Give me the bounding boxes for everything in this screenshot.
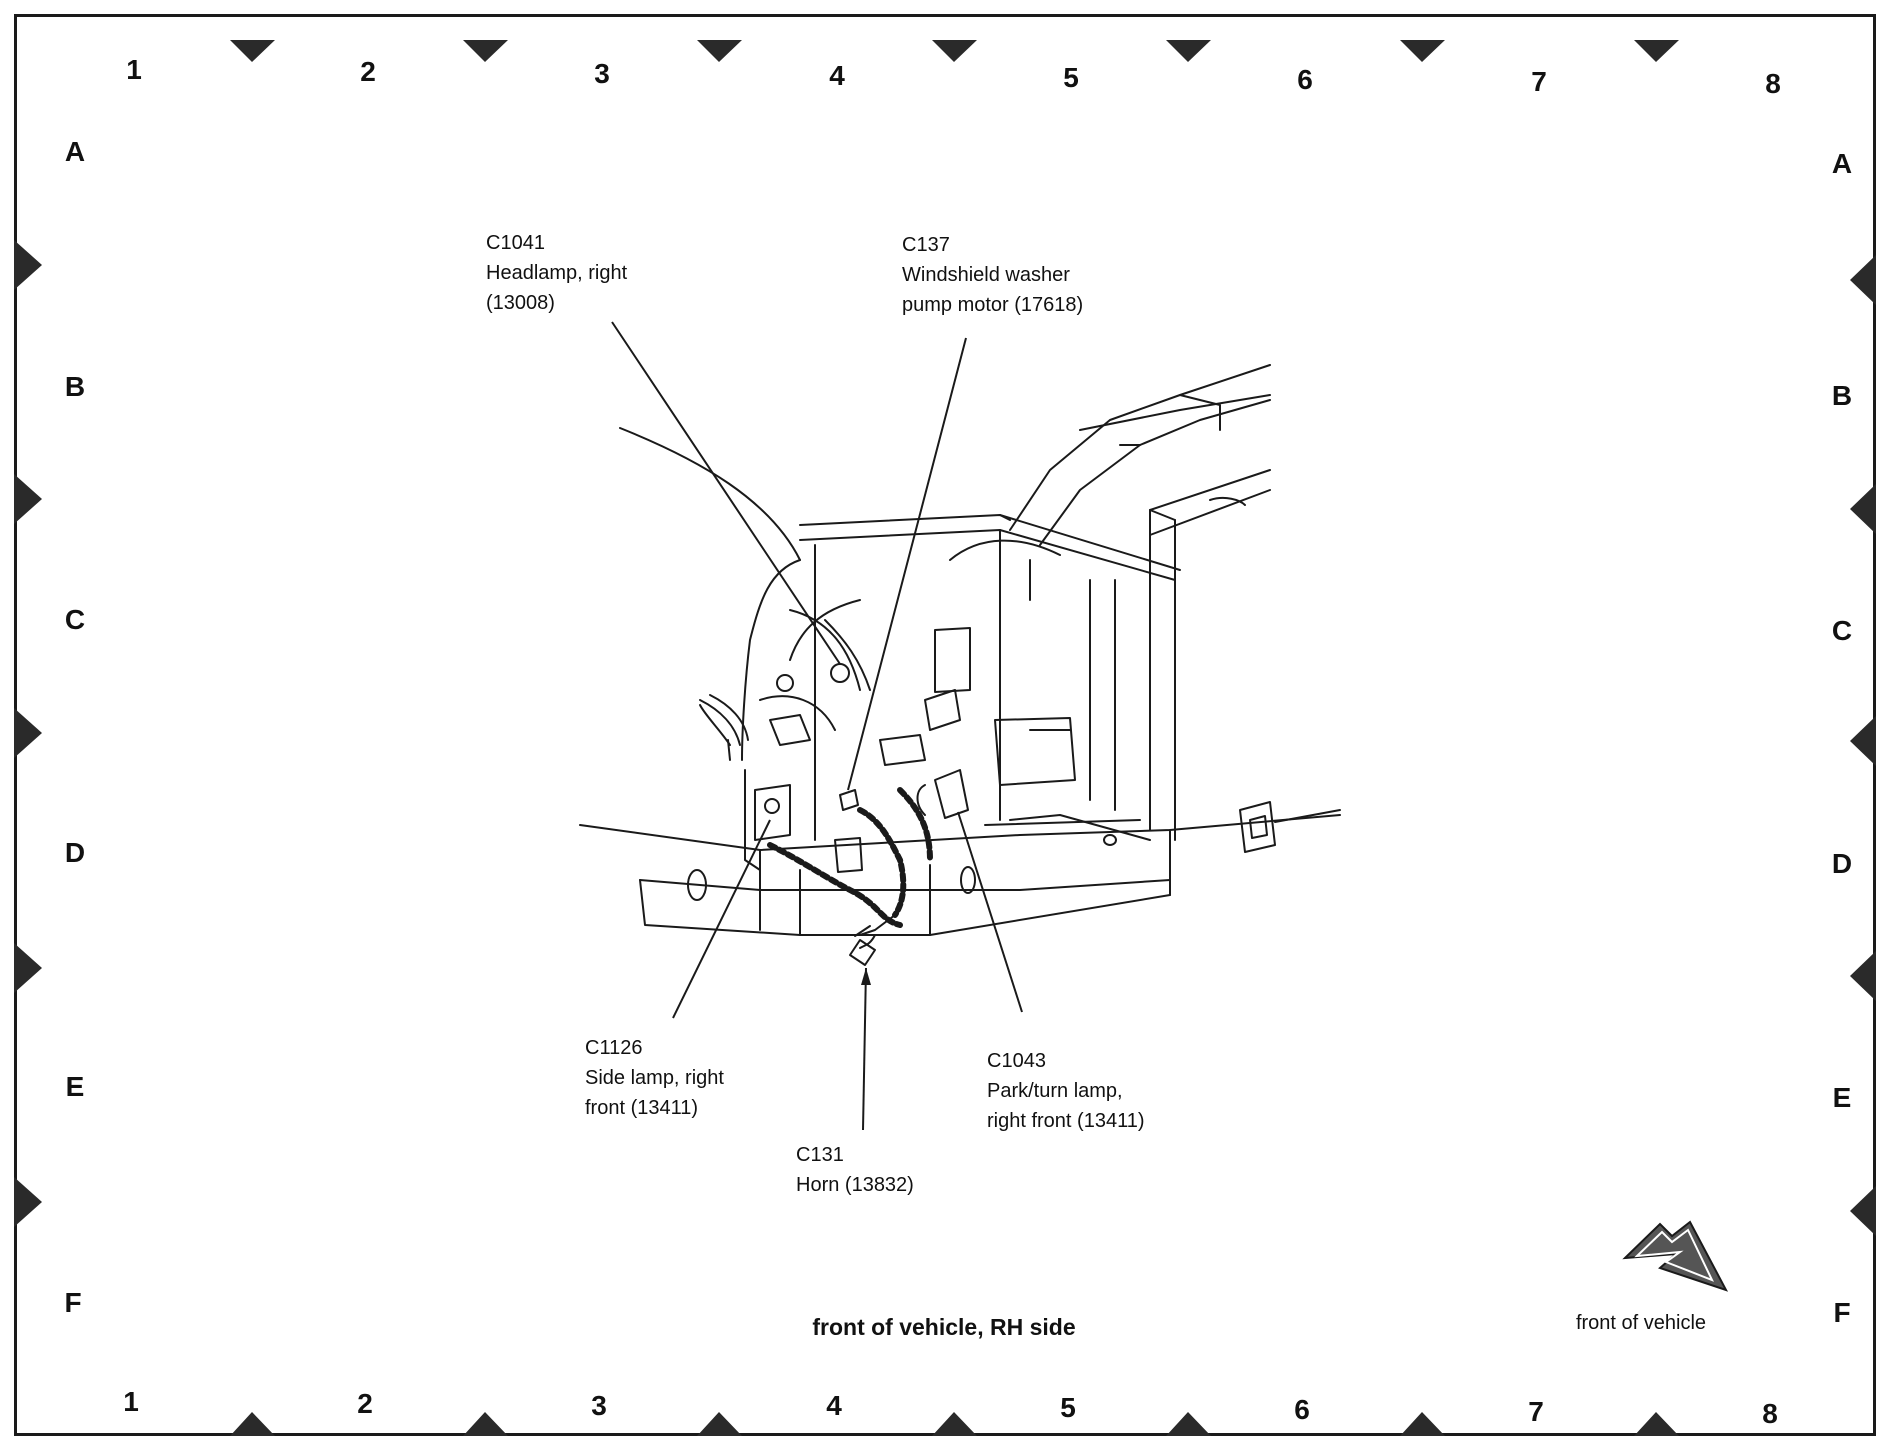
top-marker bbox=[1400, 40, 1445, 62]
grid-col-bottom-1: 1 bbox=[123, 1386, 139, 1417]
grid-row-left-b: B bbox=[64, 371, 86, 402]
top-marker bbox=[1634, 40, 1679, 62]
grid-col-top-6: 6 bbox=[1297, 64, 1313, 95]
bottom-marker bbox=[932, 1412, 977, 1436]
grid-row-left-f: F bbox=[64, 1287, 82, 1318]
top-marker bbox=[1166, 40, 1211, 62]
direction-label: front of vehicle bbox=[1575, 1312, 1707, 1334]
top-marker bbox=[932, 40, 977, 62]
callout-c1043: C1043 Park/turn lamp, right front (13411… bbox=[987, 1046, 1145, 1136]
connector-part-number: front (13411) bbox=[585, 1097, 699, 1119]
connector-code: C1043 bbox=[987, 1050, 1046, 1072]
hood-edge-line bbox=[619, 427, 801, 561]
leader-lines bbox=[611, 321, 1023, 1131]
bottom-marker bbox=[1634, 1412, 1679, 1436]
bottom-marker bbox=[697, 1412, 742, 1436]
grid-col-top-4: 4 bbox=[829, 60, 845, 91]
bottom-marker bbox=[463, 1412, 508, 1436]
left-marker bbox=[14, 240, 42, 290]
top-marker bbox=[230, 40, 275, 62]
top-marker bbox=[697, 40, 742, 62]
grid-row-left-d: D bbox=[64, 837, 86, 868]
right-marker bbox=[1850, 484, 1876, 534]
connector-description: Park/turn lamp, bbox=[987, 1080, 1123, 1102]
callout-c1041: C1041 Headlamp, right (13008) bbox=[486, 228, 627, 318]
left-marker bbox=[14, 1177, 42, 1227]
connector-code: C137 bbox=[902, 234, 950, 256]
grid-row-right-e: E bbox=[1832, 1082, 1852, 1113]
callout-c1126: C1126 Side lamp, right front (13411) bbox=[585, 1033, 724, 1123]
left-marker bbox=[14, 943, 42, 993]
grid-col-bottom-2: 2 bbox=[357, 1388, 373, 1419]
bottom-marker bbox=[1400, 1412, 1445, 1436]
c1043-leader bbox=[957, 811, 1023, 1013]
grid-col-bottom-4: 4 bbox=[826, 1390, 842, 1421]
grid-row-left-e: E bbox=[65, 1071, 85, 1102]
grid-col-top-3: 3 bbox=[594, 58, 610, 89]
grid-markers bbox=[14, 40, 1876, 1436]
grid-row-right-a: A bbox=[1831, 148, 1853, 179]
right-marker bbox=[1850, 1186, 1876, 1236]
c1126-leader bbox=[672, 819, 771, 1019]
right-marker bbox=[1850, 255, 1876, 305]
left-marker bbox=[14, 474, 42, 524]
callout-c137: C137 Windshield washer pump motor (17618… bbox=[902, 230, 1083, 320]
connector-description: Side lamp, right bbox=[585, 1067, 724, 1089]
grid-col-bottom-3: 3 bbox=[591, 1390, 607, 1421]
diagram-caption: front of vehicle, RH side bbox=[812, 1314, 1076, 1340]
grid-row-left-a: A bbox=[64, 136, 86, 167]
grid-col-top-1: 1 bbox=[126, 54, 142, 85]
callout-c131: C131 Horn (13832) bbox=[796, 1140, 914, 1200]
c131-leader bbox=[862, 967, 867, 1131]
grid-col-top-2: 2 bbox=[360, 56, 376, 87]
bottom-marker bbox=[230, 1412, 275, 1436]
connector-part-number: (13008) bbox=[486, 292, 555, 314]
grid-row-right-c: C bbox=[1831, 615, 1853, 646]
right-marker bbox=[1850, 951, 1876, 1001]
grid-col-bottom-6: 6 bbox=[1294, 1394, 1310, 1425]
grid-row-right-d: D bbox=[1831, 848, 1853, 879]
grid-row-right-b: B bbox=[1831, 380, 1853, 411]
grid-col-bottom-7: 7 bbox=[1528, 1396, 1544, 1427]
connector-code: C1126 bbox=[585, 1037, 643, 1059]
radiator-support-drawing bbox=[579, 364, 1341, 966]
grid-col-bottom-8: 8 bbox=[1762, 1398, 1778, 1429]
grid-col-top-5: 5 bbox=[1063, 62, 1079, 93]
connector-description: Windshield washer bbox=[902, 264, 1070, 286]
connector-code: C1041 bbox=[486, 232, 545, 254]
connector-part-number: right front (13411) bbox=[987, 1110, 1145, 1132]
top-marker bbox=[463, 40, 508, 62]
connector-part-number: pump motor (17618) bbox=[902, 294, 1084, 316]
leader-arrowheads bbox=[861, 968, 871, 985]
grid-row-right-f: F bbox=[1833, 1297, 1851, 1328]
connector-code: C131 bbox=[796, 1144, 844, 1166]
direction-arrow-icon bbox=[1622, 1220, 1729, 1292]
right-marker bbox=[1850, 716, 1876, 766]
grid-col-bottom-5: 5 bbox=[1060, 1392, 1076, 1423]
grid-col-top-7: 7 bbox=[1531, 66, 1547, 97]
c137-leader bbox=[847, 337, 967, 791]
grid-col-top-8: 8 bbox=[1765, 68, 1781, 99]
bottom-marker bbox=[1166, 1412, 1211, 1436]
connector-description: Headlamp, right bbox=[486, 262, 628, 284]
left-marker bbox=[14, 708, 42, 758]
c1041-leader bbox=[611, 321, 841, 665]
grid-row-left-c: C bbox=[64, 604, 86, 635]
connector-description: Horn (13832) bbox=[796, 1174, 914, 1196]
